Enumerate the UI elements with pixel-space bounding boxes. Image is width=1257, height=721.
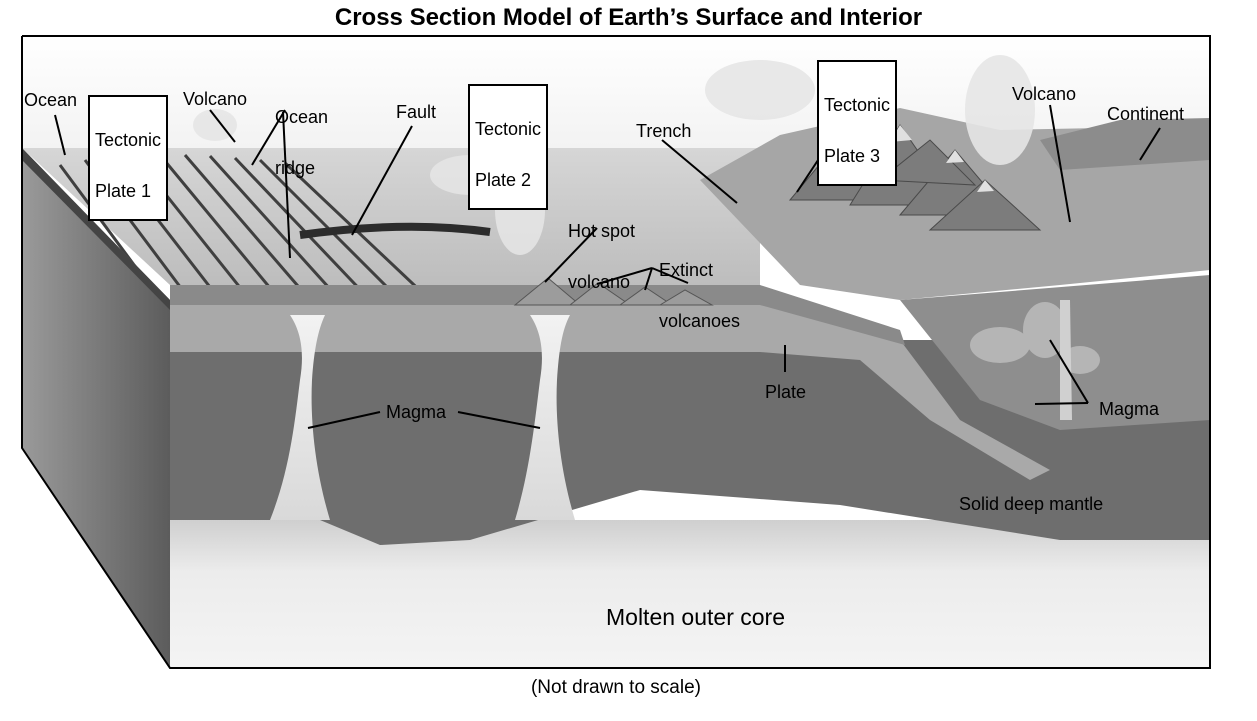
label-trench: Trench: [636, 121, 692, 141]
label-tectonic-plate-2: Tectonic Plate 2: [468, 84, 549, 210]
label-tectonic-plate-2-line-2: Plate 2: [475, 170, 532, 190]
label-tectonic-plate-3: Tectonic Plate 3: [817, 60, 898, 186]
label-tectonic-plate-1: Tectonic Plate 1: [88, 95, 169, 221]
ocean-floor: [170, 285, 905, 345]
block-left-top-edge: [22, 148, 170, 310]
label-magma-right: Magma: [1099, 399, 1160, 419]
label-extinct-volcanoes: Extinct volcanoes: [659, 228, 740, 347]
leader-lines: [54, 103, 1161, 429]
magma-plume-right: [1060, 300, 1072, 420]
smoke-plumes: [193, 55, 1035, 255]
label-hot-spot-volcano-line-2: volcano: [568, 272, 631, 292]
label-tectonic-plate-3-line-1: Tectonic: [824, 95, 891, 115]
label-molten-outer-core: Molten outer core: [606, 604, 785, 630]
fault-scarp: [299, 222, 491, 239]
label-ocean-ridge-line-2: ridge: [275, 158, 316, 178]
label-extinct-volcanoes-line-1: Extinct: [659, 260, 714, 280]
label-tectonic-plate-1-line-2: Plate 1: [95, 181, 152, 201]
label-plate: Plate: [765, 382, 807, 402]
label-solid-deep-mantle: Solid deep mantle: [959, 494, 1104, 514]
label-tectonic-plate-3-line-2: Plate 3: [824, 146, 881, 166]
magma-plume-center: [515, 315, 575, 520]
label-extinct-volcanoes-line-2: volcanoes: [659, 311, 741, 331]
label-continent: Continent: [1107, 104, 1185, 124]
diagram-title: Cross Section Model of Earth’s Surface a…: [334, 4, 923, 31]
continent-distant: [1040, 118, 1210, 170]
solid-deep-mantle: [170, 340, 1210, 545]
oceanic-plate-layer: [170, 300, 1050, 480]
molten-outer-core: [170, 520, 1210, 668]
label-hot-spot-volcano-line-1: Hot spot: [568, 221, 636, 241]
block-outline: [21, 35, 1211, 669]
label-fault: Fault: [396, 102, 437, 122]
label-magma-left: Magma: [386, 402, 447, 422]
label-ocean: Ocean: [24, 90, 78, 110]
label-volcano-left: Volcano: [183, 89, 248, 109]
label-hot-spot-volcano: Hot spot volcano: [568, 189, 635, 308]
volcano-cones: [513, 277, 714, 306]
magma-plume-left: [270, 315, 330, 520]
label-tectonic-plate-2-line-1: Tectonic: [475, 119, 542, 139]
label-ocean-ridge: Ocean ridge: [275, 75, 328, 194]
label-ocean-ridge-line-1: Ocean: [275, 107, 329, 127]
label-volcano-right: Volcano: [1012, 84, 1077, 104]
block-left-side: [22, 148, 170, 668]
diagram-caption: (Not drawn to scale): [530, 677, 701, 698]
label-tectonic-plate-1-line-1: Tectonic: [95, 130, 162, 150]
